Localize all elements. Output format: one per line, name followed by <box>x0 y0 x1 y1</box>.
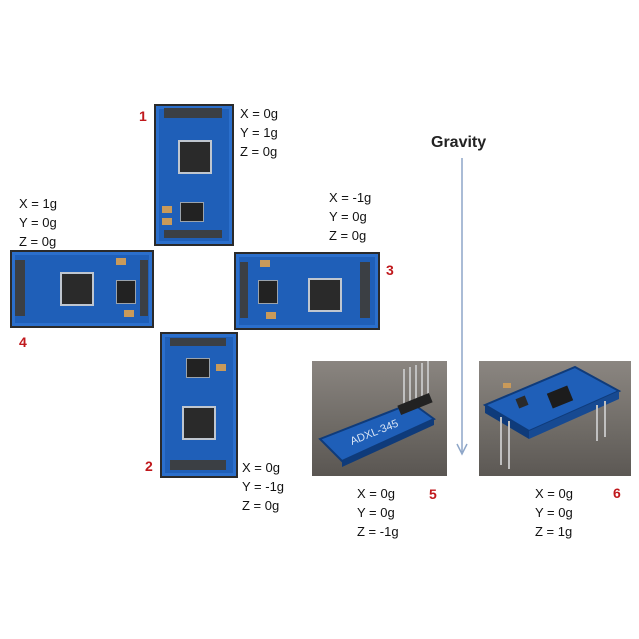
y-value: Y = 0g <box>535 505 573 520</box>
y-value: Y = 0g <box>19 215 57 230</box>
board-number-4: 4 <box>19 334 27 350</box>
adxl-chip <box>182 406 216 440</box>
photo-board-6 <box>479 361 631 476</box>
board-6-readings: X = 0g Y = 0g Z = 1g <box>535 484 573 541</box>
x-value: X = 0g <box>535 486 573 501</box>
z-value: Z = 1g <box>535 524 573 539</box>
adxl-chip <box>308 278 342 312</box>
board-1 <box>154 104 234 246</box>
x-value: X = 0g <box>240 106 278 121</box>
board-number-5: 5 <box>429 486 437 502</box>
regulator-chip <box>258 280 278 304</box>
board-5-illustration: ADXL-345 <box>318 361 436 467</box>
x-value: X = 0g <box>242 460 280 475</box>
x-value: X = 0g <box>357 486 395 501</box>
x-value: X = 1g <box>19 196 57 211</box>
board-number-1: 1 <box>139 108 147 124</box>
gravity-title: Gravity <box>431 134 487 151</box>
regulator-chip <box>180 202 204 222</box>
board-number-3: 3 <box>386 262 394 278</box>
z-value: Z = 0g <box>242 498 280 513</box>
board-2 <box>160 332 238 478</box>
z-value: Z = -1g <box>357 524 399 539</box>
y-value: Y = 0g <box>357 505 395 520</box>
gravity-arrow <box>456 158 468 456</box>
regulator-chip <box>116 280 136 304</box>
board-4 <box>10 250 154 328</box>
board-6-illustration <box>482 365 622 469</box>
board-5-readings: X = 0g Y = 0g Z = -1g <box>357 484 399 541</box>
y-value: Y = -1g <box>242 479 285 494</box>
x-value: X = -1g <box>329 190 372 205</box>
board-2-readings: X = 0g Y = -1g Z = 0g <box>242 458 284 515</box>
adxl-chip <box>60 272 94 306</box>
board-number-2: 2 <box>145 458 153 474</box>
regulator-chip <box>186 358 210 378</box>
board-number-6: 6 <box>613 485 621 501</box>
y-value: Y = 0g <box>329 209 367 224</box>
y-value: Y = 1g <box>240 125 278 140</box>
board-4-readings: X = 1g Y = 0g Z = 0g <box>19 194 57 251</box>
photo-board-5: ADXL-345 <box>312 361 447 476</box>
board-3-readings: X = -1g Y = 0g Z = 0g <box>329 188 371 245</box>
z-value: Z = 0g <box>240 144 278 159</box>
z-value: Z = 0g <box>19 234 57 249</box>
board-1-readings: X = 0g Y = 1g Z = 0g <box>240 104 278 161</box>
board-3 <box>234 252 380 330</box>
adxl-chip <box>178 140 212 174</box>
z-value: Z = 0g <box>329 228 367 243</box>
